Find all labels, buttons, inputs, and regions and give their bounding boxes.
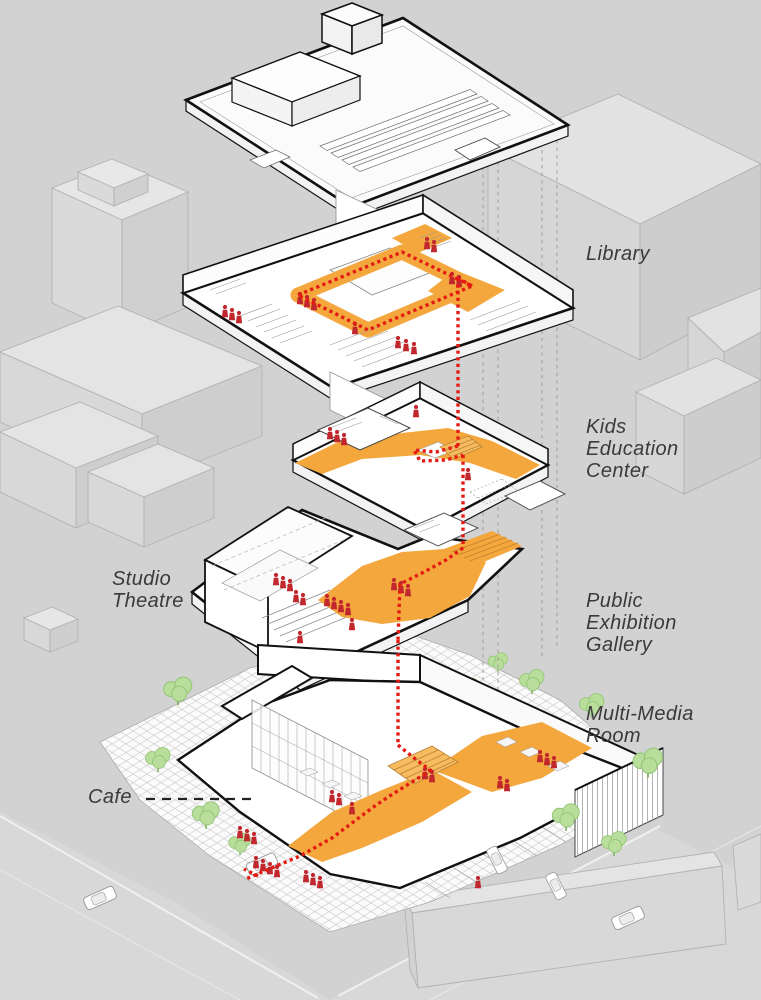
circulation-route (243, 250, 477, 881)
street-lower-left (0, 812, 330, 1000)
kids-education-floor (290, 380, 567, 543)
roof-plate (183, 2, 571, 219)
ground-floor (175, 643, 664, 890)
context-buildings-left (0, 158, 264, 653)
